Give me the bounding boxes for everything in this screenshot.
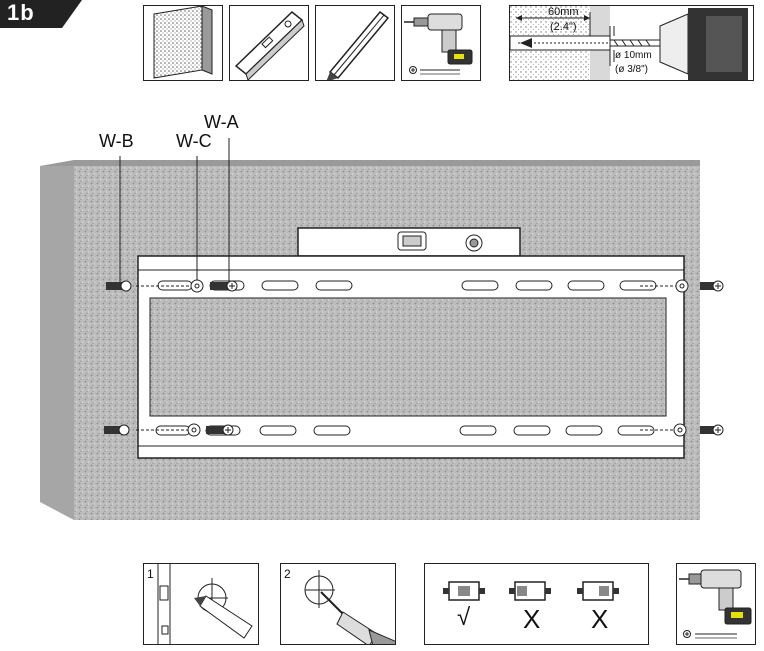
drill-diameter-mm: ø 10mm	[615, 50, 652, 61]
tool-pencil-panel	[315, 5, 395, 81]
tool-drill-panel	[401, 5, 481, 81]
drill-depth-in: (2.4")	[550, 21, 577, 33]
bracket-slots-top	[157, 280, 657, 291]
step-2-drill-panel: 2	[280, 563, 396, 645]
step-1-number: 1	[147, 567, 154, 581]
drill-tool-panel	[676, 563, 756, 645]
label-w-c: W-C	[176, 131, 212, 151]
spirit-level-icon	[234, 11, 305, 80]
wall-mount-diagram	[40, 138, 724, 520]
drill-hole-icon	[304, 570, 395, 644]
label-w-a: W-A	[204, 112, 239, 132]
step-2-number: 2	[284, 567, 291, 581]
wall-block-icon	[153, 6, 213, 79]
step-number: 1b	[7, 0, 35, 25]
drill-depth-mm: 60mm	[548, 6, 579, 18]
label-w-b: W-B	[99, 131, 134, 151]
step-badge-shape	[0, 0, 82, 28]
step-1-mark-panel: 1	[143, 563, 259, 645]
level-ok-mark: √	[457, 604, 471, 631]
drill-depth-panel: 60mm (2.4") ø 10mm (ø 3/8")	[509, 5, 754, 81]
spirit-level	[297, 227, 521, 257]
pencil-mark-icon	[157, 564, 253, 644]
drill-icon	[404, 13, 473, 75]
level-check-panel: √ X X	[424, 563, 649, 645]
drill-diameter-in: (ø 3/8")	[615, 64, 648, 75]
bracket-washers	[187, 279, 689, 437]
wall-side-face	[40, 166, 74, 520]
label-leaders	[119, 138, 230, 282]
tool-wall-panel	[143, 5, 223, 81]
tool-level-panel	[229, 5, 309, 81]
level-bubbles-icon	[443, 581, 619, 601]
power-drill-icon	[679, 569, 752, 639]
wall-anchor-screws	[104, 280, 724, 436]
level-bad-mark-2: X	[591, 604, 609, 634]
drill-depth-illustration	[510, 6, 748, 80]
step-badge: 1b	[0, 0, 82, 28]
pencil-icon	[326, 10, 390, 80]
level-bad-mark-1: X	[523, 604, 541, 634]
